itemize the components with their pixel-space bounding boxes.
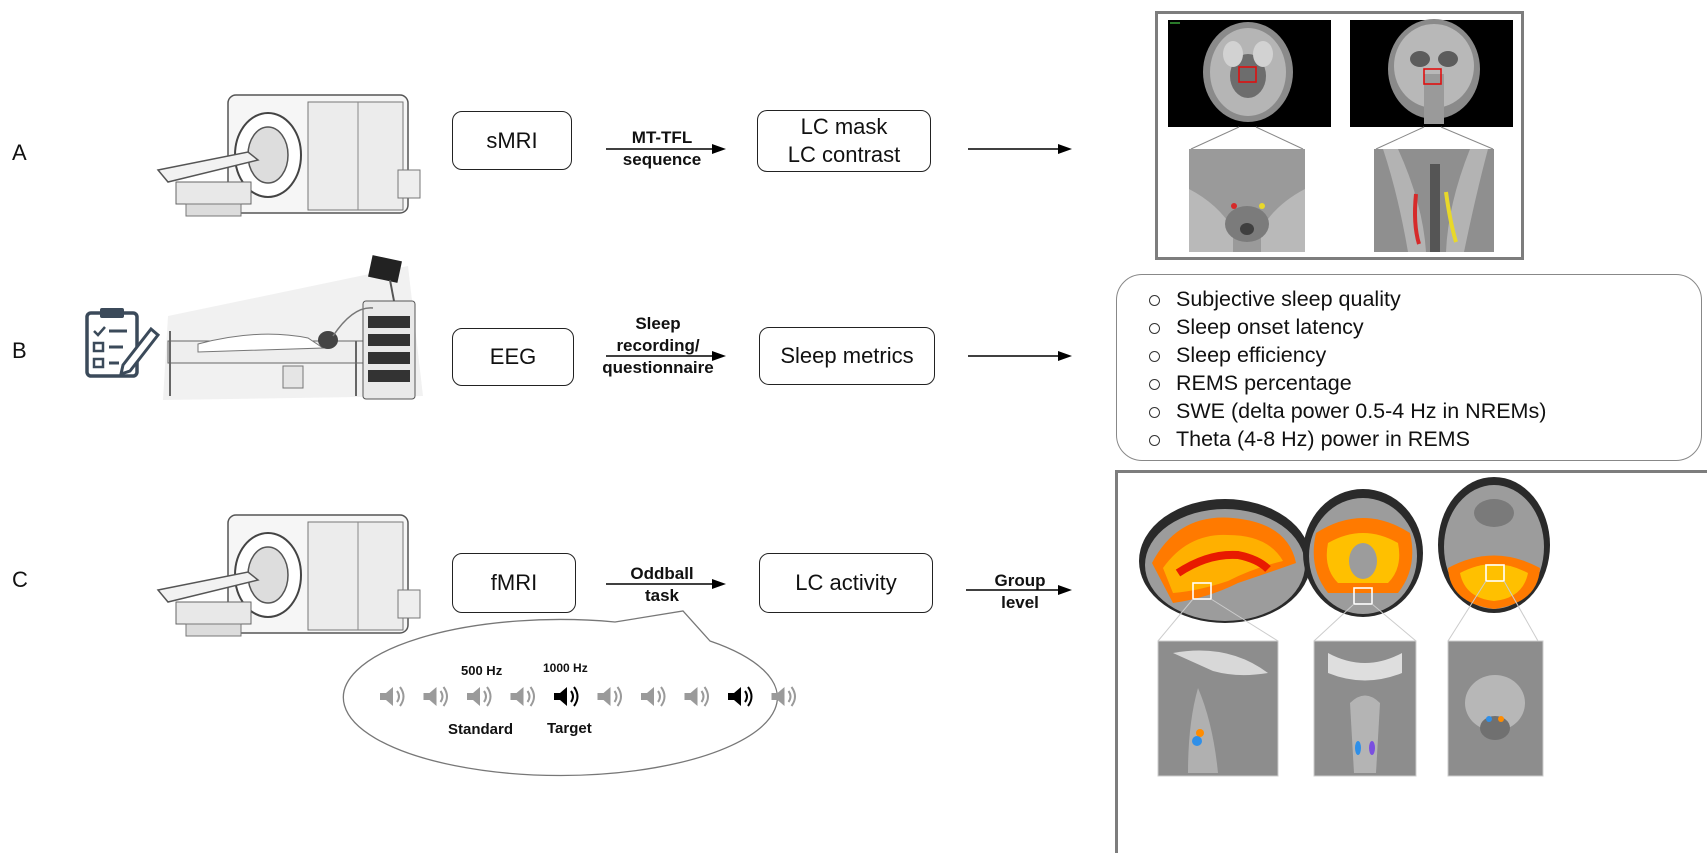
arrow-label-line: Sleep xyxy=(635,314,681,333)
lc-contrast-label: LC contrast xyxy=(787,142,901,167)
list-item: Theta (4-8 Hz) power in REMS xyxy=(1143,425,1546,453)
list-item: REMS percentage xyxy=(1143,369,1546,397)
list-item: SWE (delta power 0.5-4 Hz in NREMs) xyxy=(1143,397,1546,425)
speaker-icon-standard xyxy=(597,686,622,707)
sleep-recording-arrow-label: Sleep recording/ questionnaire xyxy=(593,313,723,379)
arrow-fmri-to-lc-activity xyxy=(606,579,726,589)
sleep-metrics-list: Subjective sleep quality Sleep onset lat… xyxy=(1143,285,1546,453)
oddball-arrow-label: Oddball task xyxy=(602,563,722,607)
group-activation-panel xyxy=(1115,470,1707,853)
lc-mask-label: LC mask xyxy=(800,114,888,139)
clipboard-checklist-icon xyxy=(85,308,161,378)
lc-activity-box: LC activity xyxy=(759,553,933,613)
sleep-recording-illustration xyxy=(163,255,423,400)
speaker-icon-standard xyxy=(771,686,796,707)
speaker-icon-target xyxy=(728,686,753,707)
smri-box: sMRI xyxy=(452,111,572,170)
sleep-metrics-label: Sleep metrics xyxy=(780,343,914,368)
group-activation-brain-images xyxy=(1139,477,1550,777)
arrow-label-line: recording/ xyxy=(616,336,700,355)
arrow-label-line: Group xyxy=(994,571,1046,590)
arrow-label-line: task xyxy=(644,586,680,605)
arrow-eeg-to-sleep-metrics xyxy=(606,351,726,361)
speaker-icon-standard xyxy=(684,686,709,707)
eeg-box: EEG xyxy=(452,328,574,386)
list-item: Sleep efficiency xyxy=(1143,341,1546,369)
sleep-metrics-box: Sleep metrics xyxy=(759,327,935,385)
oddball-target-freq: 1000 Hz xyxy=(543,661,588,675)
arrow-label-line: level xyxy=(1001,593,1039,612)
mt-tfl-arrow-label: MT-TFL sequence xyxy=(600,127,724,171)
speaker-icon-standard xyxy=(380,686,405,707)
lc-activity-label: LC activity xyxy=(795,570,897,595)
speaker-icon-standard xyxy=(423,686,448,707)
oddball-standard-label: Standard xyxy=(448,721,514,738)
mri-scanner-illustration-c xyxy=(156,514,421,637)
arrow-lc-activity-to-panel xyxy=(966,585,1072,595)
arrow-sleep-metrics-to-list xyxy=(968,351,1072,361)
arrow-label-line: Oddball xyxy=(630,564,694,583)
lc-mask-contrast-box: LC mask LC contrast xyxy=(757,110,931,172)
group-level-arrow-label: Group level xyxy=(966,570,1074,614)
row-label-a: A xyxy=(12,140,27,165)
speaker-icon-standard xyxy=(467,686,492,707)
fmri-box: fMRI xyxy=(452,553,576,613)
row-label-b: B xyxy=(12,338,27,363)
oddball-target-label: Target xyxy=(547,720,592,737)
lc-mask-brain-images xyxy=(1168,19,1513,252)
arrow-smri-to-lc xyxy=(606,144,726,154)
speaker-icon-target xyxy=(554,686,579,707)
speaker-icon-standard xyxy=(641,686,666,707)
arrow-label-line: questionnaire xyxy=(602,358,714,377)
eeg-label: EEG xyxy=(489,344,537,369)
fmri-label: fMRI xyxy=(490,570,538,595)
arrow-label-line: MT-TFL xyxy=(631,128,693,147)
row-label-c: C xyxy=(12,567,28,592)
smri-label: sMRI xyxy=(486,127,538,153)
list-item: Subjective sleep quality xyxy=(1143,285,1546,313)
mri-scanner-illustration-a xyxy=(156,94,421,217)
arrow-label-line: sequence xyxy=(622,150,702,169)
speaker-sequence xyxy=(380,686,796,707)
list-item: Sleep onset latency xyxy=(1143,313,1546,341)
oddball-standard-freq: 500 Hz xyxy=(461,663,503,678)
arrow-lc-to-panel xyxy=(968,144,1072,154)
sleep-metrics-list-box: Subjective sleep quality Sleep onset lat… xyxy=(1116,274,1702,461)
lc-mask-mri-panel xyxy=(1155,11,1524,260)
speaker-icon-standard xyxy=(510,686,535,707)
